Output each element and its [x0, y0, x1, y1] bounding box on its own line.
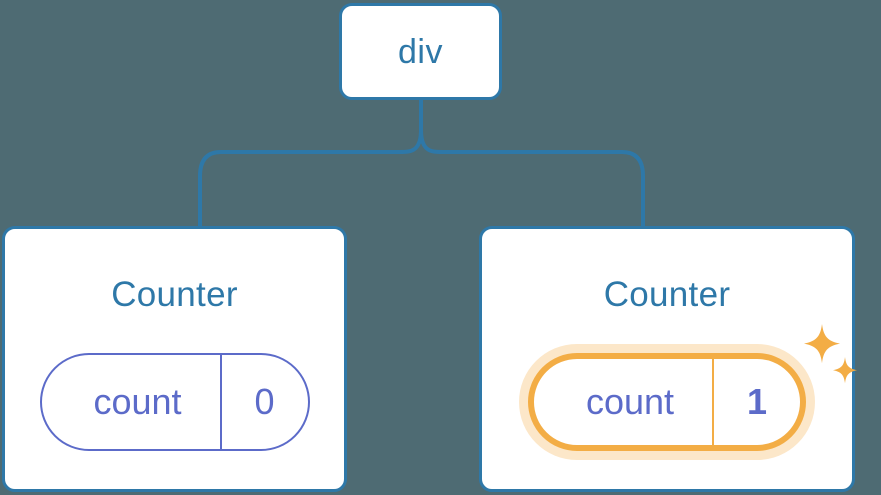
component-title: Counter [111, 275, 238, 314]
state-value-label: 1 [746, 381, 768, 422]
connector-branch-left [198, 129, 423, 226]
state-pill-highlighted[interactable]: count 1 [528, 353, 806, 451]
state-pill-wrapper: count 1 [482, 353, 852, 451]
state-pill-divider [712, 359, 714, 445]
component-card-counter-right[interactable]: Counter count 1 [479, 226, 857, 492]
connector-branch-right [419, 129, 645, 226]
state-key-label: count [93, 381, 182, 422]
state-pill[interactable]: count 0 [39, 353, 310, 451]
component-card-counter-left[interactable]: Counter count 0 [2, 226, 347, 492]
state-pill-divider [219, 355, 222, 449]
component-title: Counter [603, 275, 731, 314]
state-value-label: 0 [254, 381, 275, 422]
tree-node-root[interactable]: div [339, 3, 502, 100]
tree-node-root-label: div [398, 32, 443, 71]
state-key-label: count [585, 381, 675, 422]
state-pill-wrapper: count 0 [5, 353, 344, 451]
